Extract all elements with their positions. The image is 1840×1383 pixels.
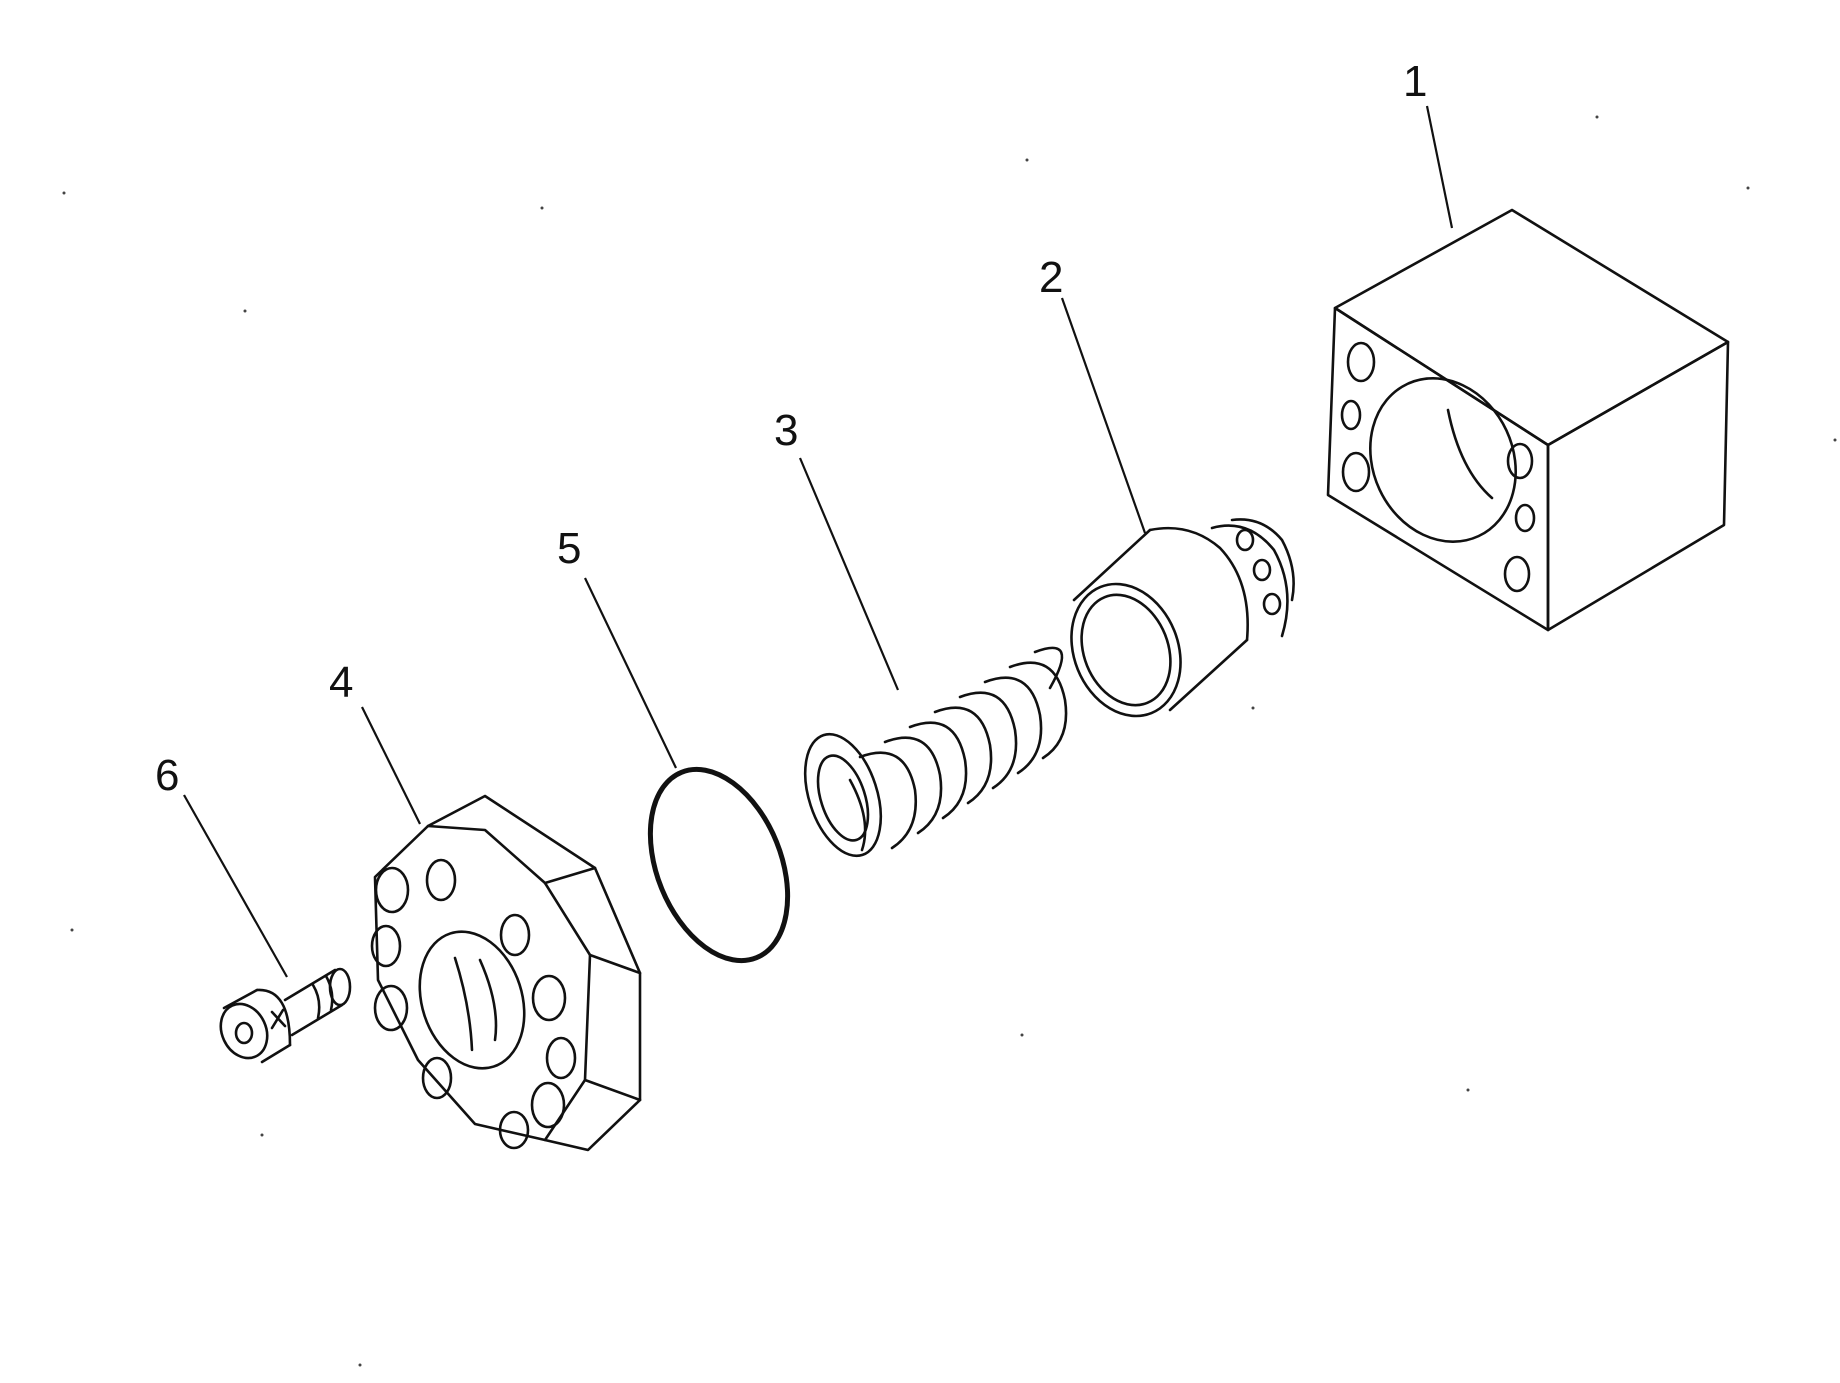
callout-label-2: 2 [1039,253,1063,302]
part-4-cover-flange [370,794,642,1152]
callout-label-1: 1 [1403,57,1427,106]
callout-label-6: 6 [155,751,179,800]
part-6-bolt [219,967,352,1064]
callout-label-4: 4 [329,658,353,707]
scan-specks [62,115,1837,1367]
leader-line-2 [1060,297,1147,534]
leader-line-6 [183,794,288,978]
leader-line-1 [1425,105,1454,229]
leader-line-4 [361,706,421,825]
part-3-spring [803,646,1068,858]
leader-line-3 [798,457,900,691]
part-5-o-ring [647,766,791,964]
callout-label-5: 5 [557,524,581,573]
part-2-spool [1070,518,1295,718]
callout-label-3: 3 [774,406,798,455]
leader-line-5 [584,577,677,769]
part-1-valve-body [1326,208,1730,632]
